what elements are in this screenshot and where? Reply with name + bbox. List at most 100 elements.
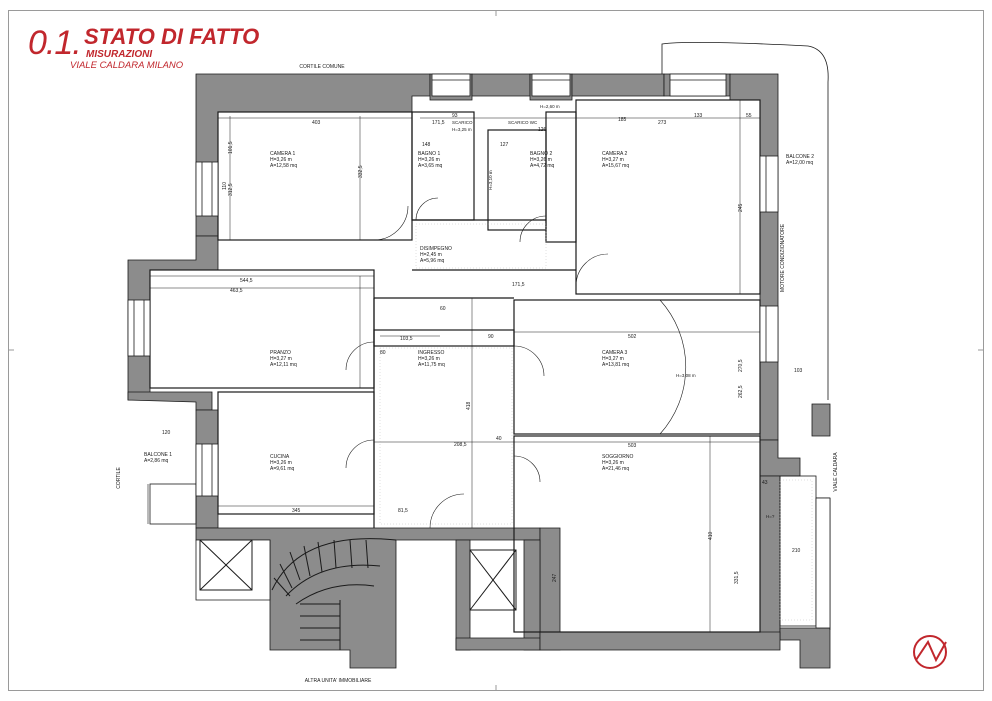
dim-247: 247 [552, 573, 558, 582]
room-height: H=3,26 m [418, 157, 440, 163]
room-camera1: CAMERA 1 H=3,26 m A=12,58 mq [270, 151, 297, 169]
room-cucina: CUCINA H=3,26 m A=9,61 mq [270, 454, 295, 472]
dimension-lines [150, 100, 760, 632]
dim-101-5: 101,5 [228, 141, 234, 154]
dim-463-5: 463,5 [230, 288, 243, 294]
room-name: BAGNO 2 [530, 151, 552, 157]
note-h310: H=3,10 m [488, 170, 493, 190]
dim-110: 110 [222, 182, 228, 190]
frame-ticks [8, 10, 984, 691]
room-camera2: CAMERA 2 H=3,27 m A=15,67 mq [602, 151, 629, 169]
room-height: H=3,26 m [270, 460, 292, 466]
room-pranzo: PRANZO H=3,27 m A=12,11 mq [270, 350, 297, 368]
sheet-number: 0.1. [28, 24, 82, 62]
label-motore-condizionatore: MOTORE CONDIZIONATORE [780, 223, 786, 292]
doors [147, 197, 687, 529]
sheet-subtitle: MISURAZIONI [86, 49, 153, 60]
dim-126: 126 [538, 127, 547, 133]
room-balcone2: BALCONE 2 A=12,00 mq [786, 154, 814, 166]
sheet-address: VIALE CALDARA MILANO [70, 60, 184, 71]
note-scarico-wc: SCARICO WC [508, 120, 538, 125]
stair-lift [199, 538, 517, 650]
dim-60: 60 [440, 306, 446, 312]
sheet-title: STATO DI FATTO [84, 24, 260, 49]
room-soggiorno: SOGGIORNO H=3,26 m A=21,46 mq [602, 454, 634, 472]
room-bagno2: BAGNO 2 H=3,26 m A=4,72 mq [530, 151, 555, 169]
room-height: H=3,26 m [418, 356, 440, 362]
room-area: A=12,00 mq [786, 160, 813, 166]
label-altra-unita: ALTRA UNITA' IMMOBILIARE [305, 678, 372, 684]
note-scarico: SCARICO [452, 120, 473, 125]
room-name: CUCINA [270, 454, 290, 460]
dim-345: 345 [292, 508, 301, 514]
architect-logo [913, 635, 947, 669]
dim-270-5: 270,5 [738, 359, 744, 372]
dim-262-5: 262,5 [738, 385, 744, 398]
room-name: DISIMPEGNO [420, 246, 452, 252]
room-area: A=5,96 mq [420, 258, 445, 264]
dim-133: 133 [694, 113, 703, 119]
label-cortile-comune: CORTILE COMUNE [299, 64, 345, 70]
room-name: INGRESSO [418, 350, 445, 356]
room-height: H=3,27 m [270, 356, 292, 362]
room-name: BALCONE 1 [144, 452, 172, 458]
room-name: CAMERA 3 [602, 350, 628, 356]
dim-120: 120 [162, 430, 171, 436]
dim-171-5b: 171,5 [512, 282, 525, 288]
room-area: A=13,81 mq [602, 362, 629, 368]
dim-80: 80 [380, 350, 386, 356]
dim-210: 210 [792, 548, 801, 554]
room-name: BALCONE 2 [786, 154, 814, 160]
room-area: A=21,46 mq [602, 466, 629, 472]
dim-148: 148 [422, 142, 431, 148]
walls [127, 73, 831, 669]
dim-93: 93 [452, 113, 458, 119]
dim-81-5: 81,5 [398, 508, 408, 514]
dim-332-5: 332,5 [358, 165, 364, 178]
floor-hatch [379, 223, 813, 621]
room-name: SOGGIORNO [602, 454, 634, 460]
room-name: CAMERA 1 [270, 151, 296, 157]
room-name: CAMERA 2 [602, 151, 628, 157]
room-name: PRANZO [270, 350, 291, 356]
note-h260: H=2,60 m [540, 104, 560, 109]
dim-502: 502 [628, 334, 637, 340]
label-cortile: CORTILE [116, 467, 122, 489]
room-height: H=3,26 m [602, 460, 624, 466]
dim-544-5: 544,5 [240, 278, 253, 284]
room-height: H=3,27 m [602, 356, 624, 362]
dim-55: 55 [746, 113, 752, 119]
room-balcone1: BALCONE 1 A=2,86 mq [144, 452, 172, 464]
room-height: H=3,26 m [530, 157, 552, 163]
room-ingresso: INGRESSO H=3,26 m A=11,75 mq [418, 350, 445, 368]
room-area: A=2,86 mq [144, 458, 169, 464]
dim-208-5: 208,5 [454, 442, 467, 448]
dim-312-5: 312,5 [228, 183, 234, 196]
dim-503: 503 [628, 443, 637, 449]
dim-331-5: 331,5 [734, 571, 740, 584]
dim-127: 127 [500, 142, 509, 148]
room-name: BAGNO 1 [418, 151, 440, 157]
note-h308: H=3,08 m [676, 373, 696, 378]
dim-410: 410 [708, 531, 714, 540]
room-area: A=11,75 mq [418, 362, 445, 368]
windows [127, 73, 831, 629]
dim-40: 40 [496, 436, 502, 442]
room-height: H=3,27 m [602, 157, 624, 163]
dim-273: 273 [658, 120, 667, 126]
note-hq: H=? [766, 514, 775, 519]
room-disimpegno: DISIMPEGNO H=2,45 m A=5,96 mq [420, 246, 452, 264]
room-height: H=2,45 m [420, 252, 442, 258]
dim-185: 185 [618, 117, 627, 123]
room-area: A=12,11 mq [270, 362, 297, 368]
room-area: A=3,65 mq [418, 163, 443, 169]
dim-403: 403 [312, 120, 321, 126]
dim-171-5: 171,5 [432, 120, 445, 126]
room-area: A=9,61 mq [270, 466, 295, 472]
dim-418: 418 [466, 401, 472, 410]
dim-103: 103 [794, 368, 803, 374]
dim-90: 90 [488, 334, 494, 340]
room-area: A=4,72 mq [530, 163, 555, 169]
